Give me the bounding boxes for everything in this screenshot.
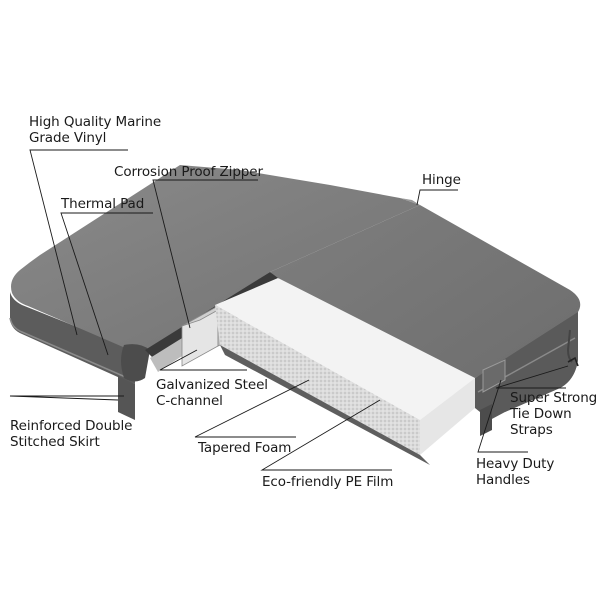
label-marine-vinyl: High Quality Marine Grade Vinyl bbox=[29, 114, 162, 146]
right-panel bbox=[270, 198, 581, 436]
label-handles: Heavy Duty Handles bbox=[476, 456, 555, 488]
leader-handles bbox=[477, 379, 528, 453]
leader-zipper bbox=[152, 179, 258, 329]
leader-c-channel bbox=[159, 349, 247, 371]
leader-vinyl bbox=[29, 149, 128, 336]
label-tapered-foam: Tapered Foam bbox=[198, 440, 292, 456]
label-pe-film: Eco-friendly PE Film bbox=[262, 474, 394, 490]
label-hinge: Hinge bbox=[422, 172, 461, 188]
leader-straps bbox=[495, 365, 569, 389]
leader-foam bbox=[194, 379, 310, 438]
label-zipper: Corrosion Proof Zipper bbox=[114, 164, 263, 180]
leader-lines bbox=[9, 149, 569, 471]
leader-thermal-pad bbox=[60, 212, 153, 356]
leader-hinge bbox=[416, 189, 458, 206]
tapered-foam bbox=[215, 278, 475, 465]
label-thermal-pad: Thermal Pad bbox=[61, 196, 145, 212]
leader-pe-film bbox=[260, 399, 392, 471]
label-tie-down-straps: Super Strong Tie Down Straps bbox=[510, 390, 598, 438]
leader-skirt bbox=[9, 395, 124, 401]
label-c-channel: Galvanized Steel C-channel bbox=[156, 377, 268, 409]
label-skirt: Reinforced Double Stitched Skirt bbox=[10, 418, 133, 450]
